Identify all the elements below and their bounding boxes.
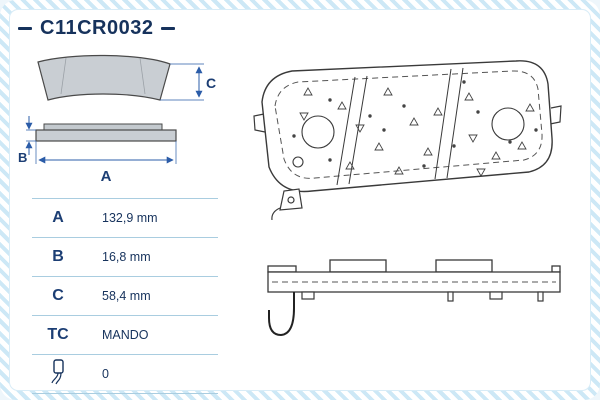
spec-value: 132,9 mm [102, 211, 158, 225]
spec-label [32, 358, 84, 391]
backing-plate-profile [267, 259, 561, 293]
right-lug-tab [549, 105, 562, 125]
pad-front-view [238, 50, 568, 225]
wear-sensor-icon [51, 358, 64, 384]
spec-row-tc: TC MANDO [32, 315, 218, 354]
friction-texture-dots [292, 80, 538, 168]
friction-texture-triangles [299, 87, 535, 177]
spec-value: 58,4 mm [102, 289, 151, 303]
spec-label: C [52, 287, 64, 304]
part-number-header: C11CR0032 [18, 17, 176, 40]
pad-side-view-svg: C B A [18, 54, 216, 185]
dimension-c: C [160, 63, 216, 101]
spec-row-sensor: 0 [32, 354, 218, 394]
retention-clips [301, 291, 544, 302]
spec-value: 0 [102, 367, 109, 381]
pad-dimension-drawing: C B A [18, 50, 218, 195]
left-lug-tab [253, 113, 266, 133]
spec-label: A [52, 209, 64, 226]
spec-table: A 132,9 mm B 16,8 mm C 58,4 mm TC MANDO [32, 198, 218, 394]
spec-label: B [52, 248, 64, 265]
chamfer-circles [292, 107, 525, 168]
pad-inner-dashed-outline [274, 70, 543, 179]
spec-row-a: A 132,9 mm [32, 198, 218, 237]
spec-row-c: C 58,4 mm [32, 276, 218, 315]
wear-indicator-wire [268, 292, 295, 337]
dimension-b-label: B [18, 150, 27, 165]
dash-decoration [161, 27, 176, 30]
pad-shape-outline [37, 54, 171, 101]
dimension-b: B [18, 116, 36, 165]
sensor-tab [271, 188, 303, 221]
card-inner: C11CR0032 C [9, 9, 591, 394]
pad-bottom-view-svg [267, 259, 561, 337]
dimension-a: A [35, 141, 177, 185]
spec-label: TC [47, 326, 69, 343]
dimension-c-label: C [206, 75, 216, 91]
pad-bottom-view [238, 222, 568, 352]
pad-outline [261, 60, 553, 193]
pad-detail-lines [60, 57, 146, 95]
spec-value: 16,8 mm [102, 250, 151, 264]
dash-decoration [18, 27, 32, 30]
pad-front-view-svg [253, 60, 562, 221]
friction-layer-edge [43, 123, 163, 131]
backing-plate-edge [35, 129, 177, 142]
part-number: C11CR0032 [40, 17, 154, 39]
spec-value: MANDO [102, 328, 149, 342]
spec-row-b: B 16,8 mm [32, 237, 218, 276]
dimension-a-label: A [101, 168, 112, 185]
